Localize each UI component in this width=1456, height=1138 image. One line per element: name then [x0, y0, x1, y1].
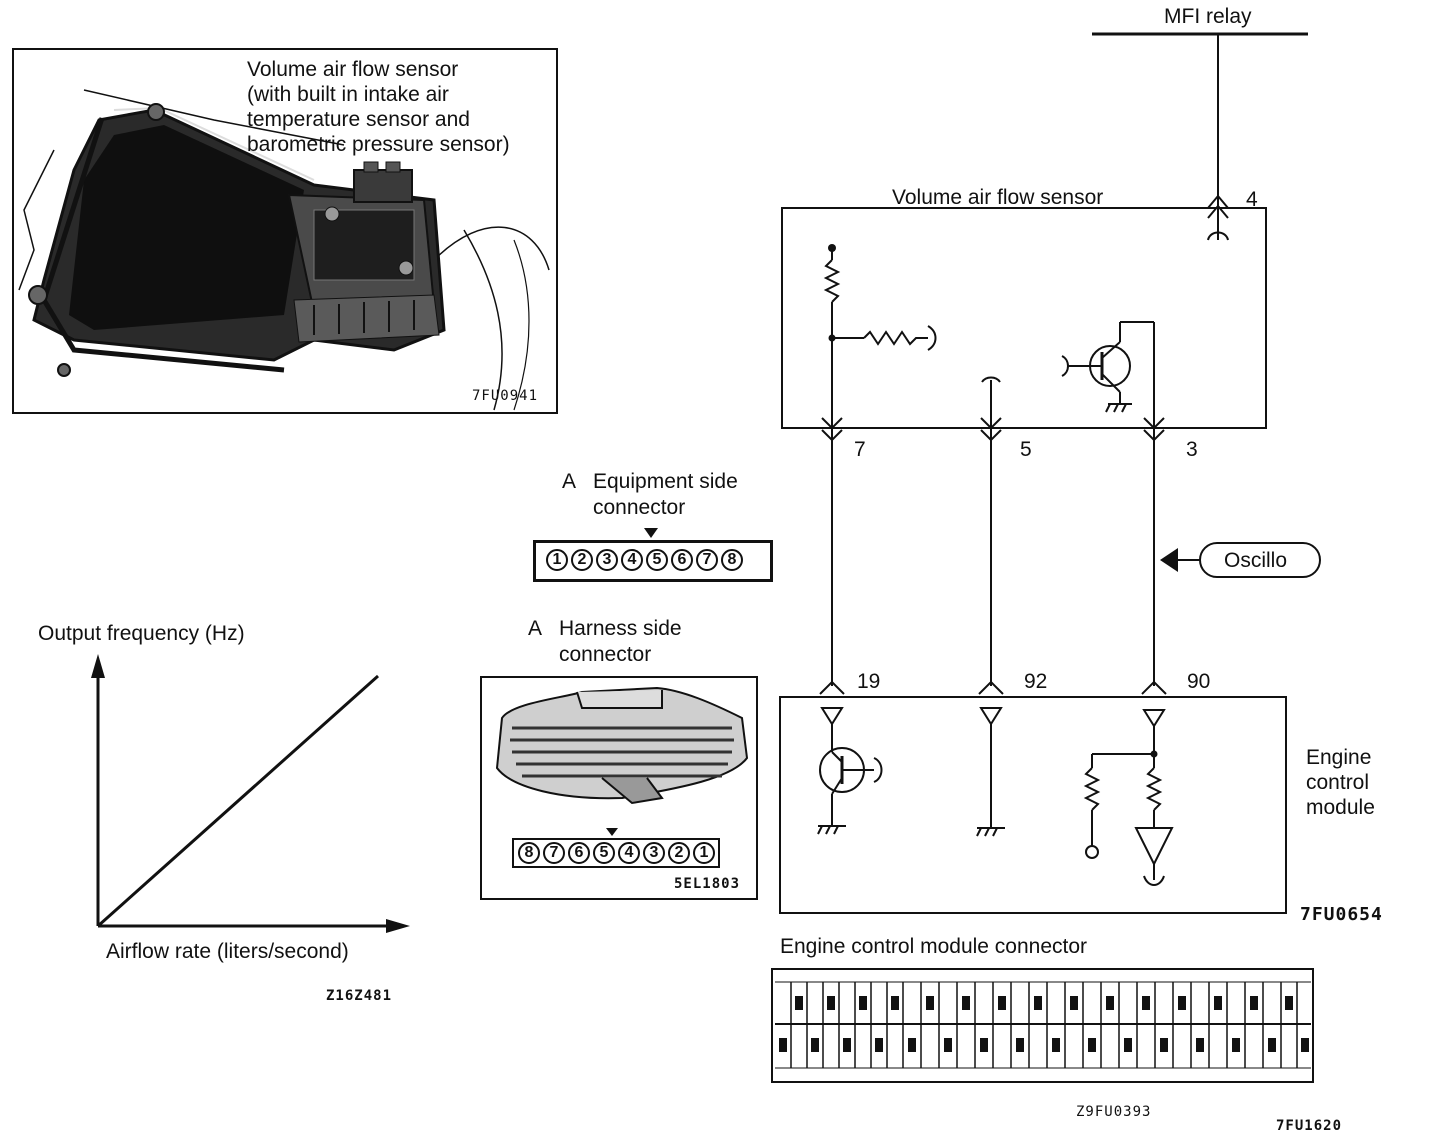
harness-code: 5EL1803: [674, 876, 741, 892]
sensor-pin-5: 5: [1020, 438, 1032, 461]
sensor-box: [781, 207, 1267, 429]
harness-pin: 6: [568, 842, 590, 864]
harness-connector-title-1: Harness side: [559, 617, 682, 640]
equipment-connector-letter: A: [562, 470, 577, 493]
photo-caption-line-1: Volume air flow sensor: [247, 58, 459, 81]
harness-pin: 8: [518, 842, 540, 864]
equipment-pin: 3: [596, 549, 618, 571]
equipment-pin: 1: [546, 549, 568, 571]
harness-connector-title-2: connector: [559, 643, 652, 666]
graph-y-axis-arrow-icon: [91, 654, 105, 678]
oscillo-badge: [1199, 542, 1321, 578]
sensor-photo-panel: Volume air flow sensor (with built in in…: [12, 48, 558, 414]
graph-response-line: [97, 674, 379, 928]
oscillo-probe-icon: [1160, 548, 1178, 572]
harness-pin: 1: [693, 842, 715, 864]
ecm-label-line-1: Engine: [1306, 746, 1372, 769]
ecm-pin-19: 19: [857, 670, 881, 693]
equipment-pin: 4: [621, 549, 643, 571]
equipment-pin: 7: [696, 549, 718, 571]
frequency-graph: [91, 654, 410, 933]
graph-code: Z16Z481: [326, 988, 393, 1004]
ecm-connector-title: Engine control module connector: [780, 935, 1088, 958]
photo-caption-line-3: temperature sensor and: [247, 108, 470, 131]
mfi-relay-label: MFI relay: [1164, 5, 1252, 28]
wiring-schematic: [779, 32, 1321, 914]
graph-x-axis-arrow-icon: [386, 919, 410, 933]
graph-xlabel: Airflow rate (liters/second): [106, 940, 349, 963]
equipment-connector-title-2: connector: [593, 496, 686, 519]
equipment-connector-title-1: Equipment side: [593, 470, 738, 493]
ecm-connector-face: [771, 968, 1314, 1083]
equipment-pin: 8: [721, 549, 743, 571]
ecm-label-line-2: control: [1306, 771, 1370, 794]
sensor-box-label: Volume air flow sensor: [892, 186, 1104, 209]
sensor-photo-illustration: [18, 89, 550, 411]
ecm-label-line-3: module: [1306, 796, 1375, 819]
equipment-pin: 5: [646, 549, 668, 571]
harness-pin: 4: [618, 842, 640, 864]
harness-pin: 3: [643, 842, 665, 864]
ecm-pin-90: 90: [1187, 670, 1211, 693]
harness-pin: 5: [593, 842, 615, 864]
equipment-connector-key-icon: [644, 528, 658, 538]
harness-pin: 2: [668, 842, 690, 864]
photo-caption-line-2: (with built in intake air: [247, 83, 449, 106]
ecm-box: [779, 696, 1287, 914]
sensor-pin-7: 7: [854, 438, 866, 461]
ecm-pin-92: 92: [1024, 670, 1048, 693]
oscillo-label: Oscillo: [1224, 549, 1288, 572]
photo-caption-line-4: barometric pressure sensor): [247, 133, 510, 156]
sensor-pin-4: 4: [1246, 188, 1258, 211]
photo-code: 7FU0941: [472, 388, 539, 404]
graph-ylabel: Output frequency (Hz): [38, 622, 245, 645]
harness-connector-key-icon: [606, 828, 618, 836]
page-code: 7FU1620: [1276, 1118, 1343, 1134]
harness-pin: 7: [543, 842, 565, 864]
schematic-code: 7FU0654: [1300, 904, 1383, 925]
harness-connector-letter: A: [528, 617, 543, 640]
equipment-pin: 6: [671, 549, 693, 571]
harness-plug-illustration: [495, 686, 749, 805]
sensor-pin-3: 3: [1186, 438, 1198, 461]
equipment-pin: 2: [571, 549, 593, 571]
ecm-connector-code: Z9FU0393: [1076, 1104, 1152, 1120]
